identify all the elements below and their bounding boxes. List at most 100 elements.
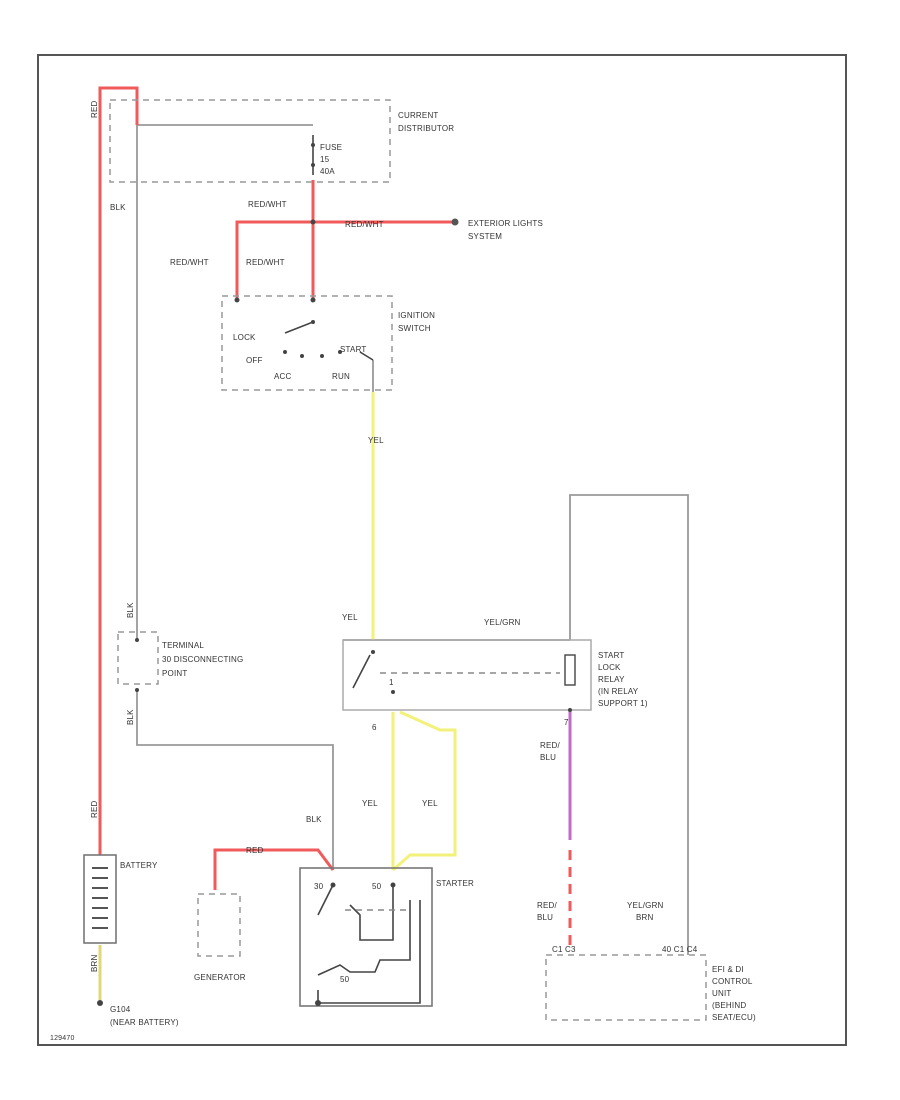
label-control-unit-2: CONTROL [712, 977, 753, 986]
starter-ground-link [317, 900, 421, 1004]
terminal30-top-dot [135, 638, 139, 642]
relay-pin-6 [391, 690, 395, 694]
label-wire-red-top: RED [90, 100, 99, 118]
label-start-lock-relay-1: START [598, 651, 624, 660]
label-start-lock-relay-2: LOCK [598, 663, 621, 672]
label-wire-yel-brn-b: BRN [636, 913, 654, 922]
label-fuse-2: 15 [320, 155, 330, 164]
fuse-dot-bottom [311, 163, 315, 167]
label-wire-red-gen: RED [246, 846, 264, 855]
starter-motor-link [317, 900, 411, 976]
label-current-distributor-1: CURRENT [398, 111, 439, 120]
label-pin-7: 7 [564, 718, 569, 727]
label-exterior-lights-1: EXTERIOR LIGHTS [468, 219, 543, 228]
label-ground-2: (NEAR BATTERY) [110, 1018, 179, 1027]
label-start-lock-relay-3: RELAY [598, 675, 625, 684]
label-ground-1: G104 [110, 1005, 131, 1014]
generator-box [197, 893, 241, 957]
ignition-contact-run [338, 350, 342, 354]
label-control-unit-5: SEAT/ECU) [712, 1013, 756, 1022]
label-wire-yel-1: YEL [368, 436, 384, 445]
label-starter: STARTER [436, 879, 474, 888]
ignition-contact-acc [320, 354, 324, 358]
label-terminal30-3: POINT [162, 669, 187, 678]
label-ignition-switch-1: IGNITION [398, 311, 435, 320]
label-wire-blk-t30b: BLK [126, 709, 135, 725]
ignition-contact-off [300, 354, 304, 358]
label-wire-yel-2: YEL [342, 613, 358, 622]
black-wire-terminal30-to-starter [136, 690, 334, 870]
current-distributor-box [109, 99, 391, 183]
label-wire-yel-3: YEL [362, 799, 378, 808]
wire-yel-brn-loop [569, 494, 689, 955]
exterior-lights-connector [451, 218, 459, 226]
label-control-unit-3: UNIT [712, 989, 731, 998]
relay-pin-7 [568, 708, 572, 712]
label-fuse-3: 40A [320, 167, 335, 176]
label-starter-t50: 50 [372, 882, 382, 891]
starter-terminal-50 [390, 882, 396, 888]
relay-switch-blade [352, 654, 371, 689]
label-control-unit-pin-right: 40 C1 C4 [662, 945, 698, 954]
red-wire-battery-main [98, 86, 139, 855]
label-start-lock-relay-4: (IN RELAY [598, 687, 639, 696]
red-white-wire-fuse-to-lights [311, 180, 455, 224]
starter-solenoid-blade [317, 884, 334, 916]
label-wire-red-wht-4: RED/WHT [246, 258, 285, 267]
starter-contacts [349, 885, 394, 941]
starter-box [299, 867, 433, 1007]
label-wire-brn-batt: BRN [90, 954, 99, 972]
label-wire-red-blu-2a: RED/ [537, 901, 557, 910]
label-current-distributor-2: DISTRIBUTOR [398, 124, 454, 133]
label-fuse-1: FUSE [320, 143, 342, 152]
relay-contact [371, 650, 375, 654]
label-starter-t50b: 50 [340, 975, 350, 984]
label-control-unit-4: (BEHIND [712, 1001, 746, 1010]
label-wire-red-wht-1: RED/WHT [248, 200, 287, 209]
label-terminal30-2: 30 DISCONNECTING [162, 655, 243, 664]
ignition-start-lead [359, 351, 374, 361]
red-white-wire-to-ignition-left [235, 220, 313, 300]
ignition-switch-blade [284, 321, 314, 334]
ignition-terminal-left [234, 297, 240, 303]
label-wire-yel-grn: YEL/GRN [484, 618, 521, 627]
terminal30-bottom-dot [135, 688, 139, 692]
yellow-wire-loop [392, 710, 457, 872]
battery-symbol [83, 854, 117, 944]
label-wire-red-blu-1a: RED/ [540, 741, 560, 750]
fuse-dot-top [311, 143, 315, 147]
starter-ground-dot [315, 1000, 321, 1006]
label-control-unit-pin-left: C1 C3 [552, 945, 576, 954]
start-lock-relay-box [342, 639, 592, 711]
figure-code: 129470 [50, 1035, 75, 1042]
label-ignition-run: RUN [332, 372, 350, 381]
label-ignition-lock: LOCK [233, 333, 256, 342]
ignition-terminal-right [310, 297, 316, 303]
label-wire-blk-starter: BLK [306, 815, 322, 824]
label-starter-t30: 30 [314, 882, 324, 891]
diagram-frame [37, 54, 847, 1046]
terminal30-box [117, 631, 159, 685]
ignition-pivot [311, 320, 315, 324]
label-battery: BATTERY [120, 861, 158, 870]
label-wire-blk-left: BLK [110, 203, 126, 212]
label-ignition-acc: ACC [274, 372, 292, 381]
label-pin-1: 1 [389, 678, 394, 687]
relay-coil [564, 654, 576, 686]
label-terminal30-1: TERMINAL [162, 641, 204, 650]
label-control-unit-1: EFI & DI [712, 965, 744, 974]
label-wire-red-wht-3: RED/WHT [170, 258, 209, 267]
label-start-lock-relay-5: SUPPORT 1) [598, 699, 648, 708]
starter-terminal-30 [330, 882, 336, 888]
label-ignition-off: OFF [246, 356, 263, 365]
label-ignition-switch-2: SWITCH [398, 324, 431, 333]
control-unit-box [545, 954, 707, 1021]
junction-dot [310, 219, 316, 225]
label-wire-red-wht-2: RED/WHT [345, 220, 384, 229]
label-wire-blk-t30a: BLK [126, 602, 135, 618]
label-wire-yel-brn-a: YEL/GRN [627, 901, 664, 910]
label-generator: GENERATOR [194, 973, 246, 982]
red-wire-generator [213, 848, 335, 890]
label-exterior-lights-2: SYSTEM [468, 232, 502, 241]
label-wire-red-blu-1b: BLU [540, 753, 556, 762]
